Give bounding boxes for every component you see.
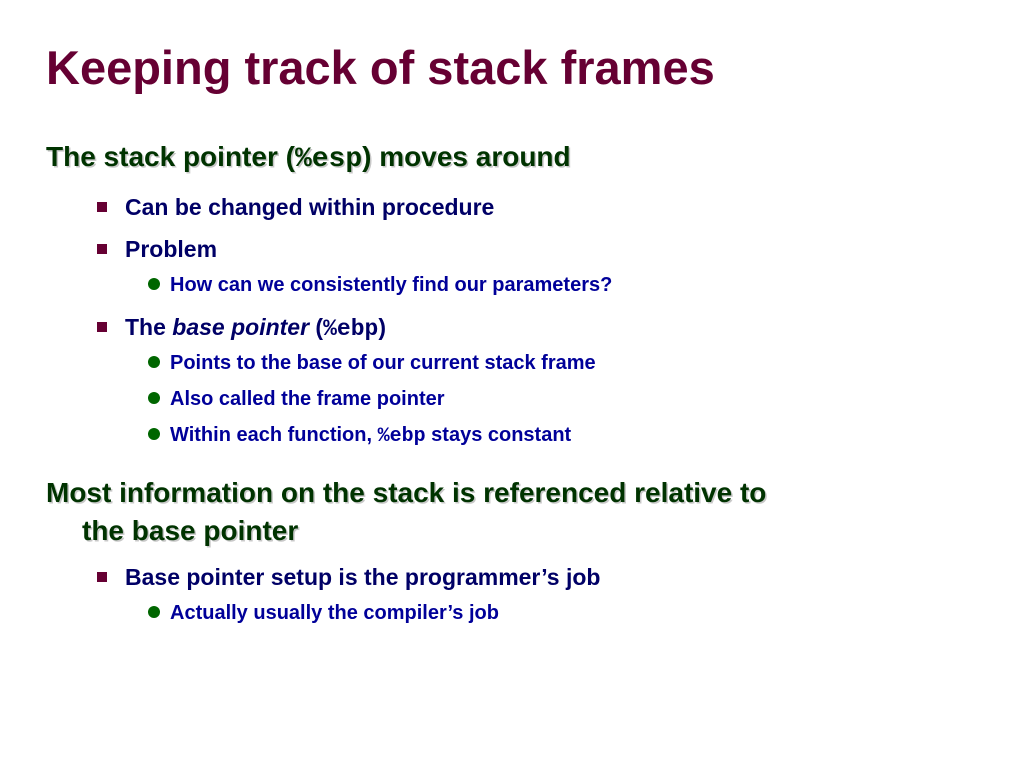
sub-bullet-base-of-frame: Points to the base of our current stack …	[148, 348, 596, 378]
code-esp: %esp	[294, 144, 363, 175]
square-bullet-icon	[97, 201, 107, 212]
code-ebp: %ebp	[377, 425, 426, 448]
bullet-italic: base pointer	[172, 314, 310, 340]
bullet-text: Base pointer setup is the programmer’s j…	[125, 564, 601, 590]
sub-bullet-ebp-constant: Within each function, %ebp stays constan…	[148, 420, 571, 450]
sub-bullet-text: Points to the base of our current stack …	[170, 352, 596, 374]
round-bullet-icon	[148, 427, 160, 440]
sub-bullet-compiler-job: Actually usually the compiler’s job	[148, 598, 499, 628]
square-bullet-icon	[97, 571, 107, 582]
bullet-text: Problem	[125, 236, 218, 262]
point-text-after: ) moves around	[362, 141, 571, 172]
sub-bullet-text: How can we consistently find our paramet…	[170, 274, 613, 296]
bullet-text: Can be changed within procedure	[125, 194, 495, 220]
sub-bullet-find-parameters: How can we consistently find our paramet…	[148, 270, 612, 300]
round-bullet-icon	[148, 355, 160, 368]
code-ebp: %ebp	[323, 316, 379, 342]
point-line-2: the base pointer	[82, 515, 299, 546]
slide-title: Keeping track of stack frames	[46, 41, 715, 94]
bullet-programmer-job: Base pointer setup is the programmer’s j…	[97, 560, 600, 594]
main-point-stack-pointer: The stack pointer (%esp) moves around	[46, 138, 571, 179]
main-point-relative-to-base: Most information on the stack is referen…	[46, 474, 766, 550]
square-bullet-icon	[97, 243, 107, 254]
point-line-1: Most information on the stack is referen…	[46, 477, 767, 508]
bullet-text-before: The	[125, 314, 173, 340]
sub-bullet-text-before: Within each function,	[170, 424, 378, 446]
round-bullet-icon	[148, 605, 160, 618]
round-bullet-icon	[148, 277, 160, 290]
sub-bullet-text: Also called the frame pointer	[170, 388, 445, 410]
square-bullet-icon	[97, 321, 107, 332]
point-text-before: The stack pointer (	[46, 141, 295, 172]
bullet-text-mid: (	[309, 314, 324, 340]
bullet-changed-within-procedure: Can be changed within procedure	[97, 190, 494, 224]
sub-bullet-text-after: stays constant	[425, 424, 572, 446]
round-bullet-icon	[148, 391, 160, 404]
bullet-text-after: )	[378, 314, 386, 340]
bullet-base-pointer: The base pointer (%ebp)	[97, 310, 386, 344]
bullet-problem: Problem	[97, 232, 217, 266]
sub-bullet-text: Actually usually the compiler’s job	[170, 602, 499, 624]
sub-bullet-frame-pointer: Also called the frame pointer	[148, 384, 445, 414]
